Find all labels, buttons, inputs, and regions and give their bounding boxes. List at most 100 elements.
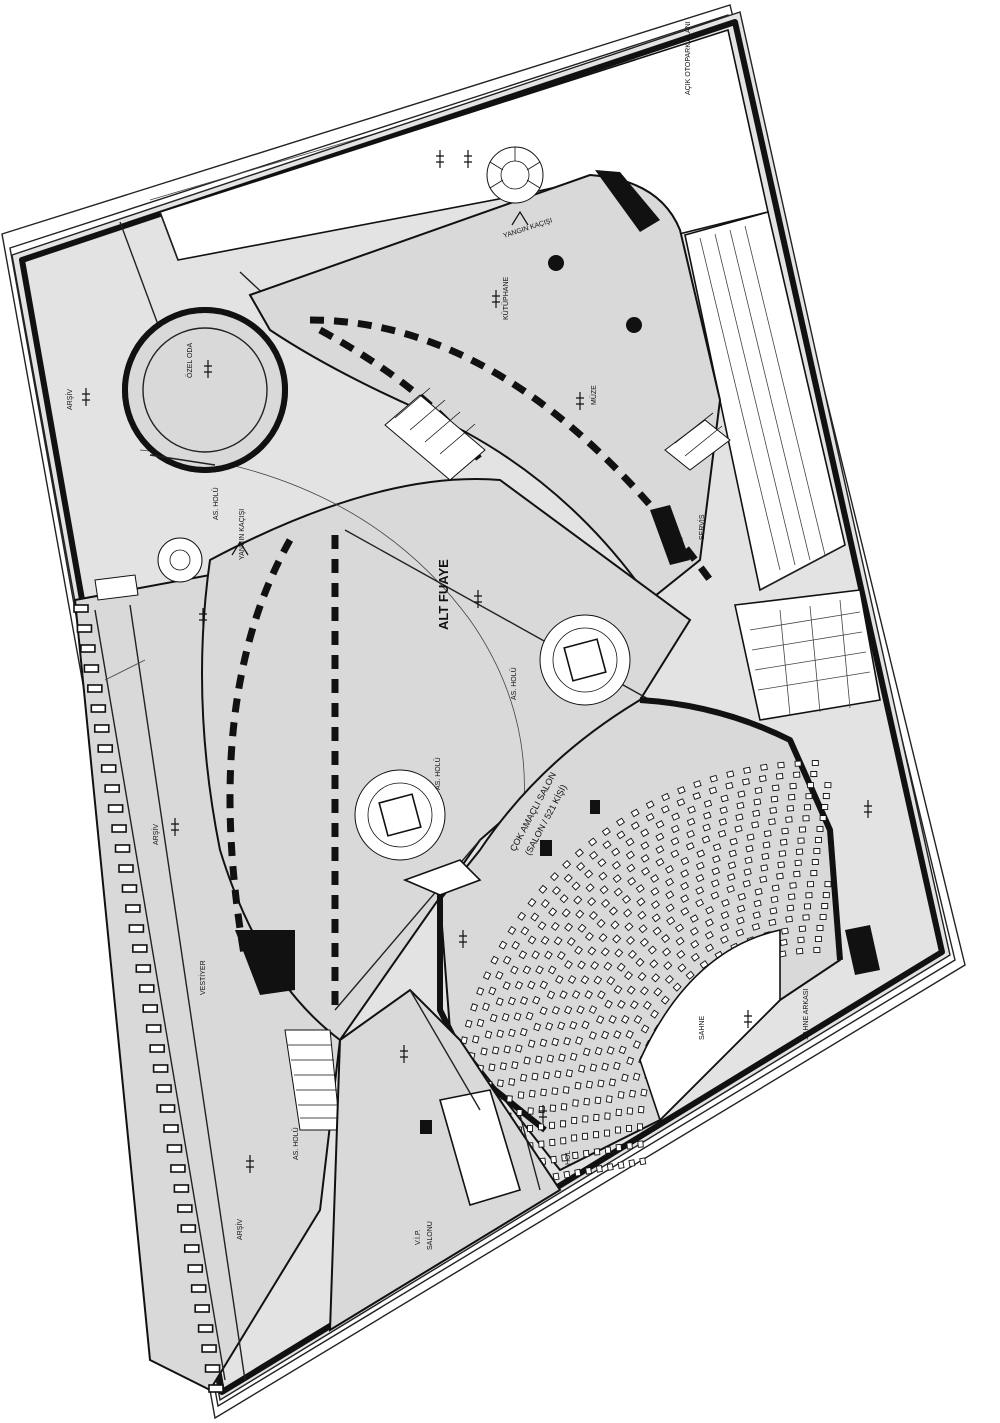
seat	[528, 1089, 536, 1098]
seat	[686, 817, 696, 826]
elevator-core-1	[539, 614, 631, 706]
facade-column	[170, 1164, 186, 1173]
seat	[710, 879, 720, 888]
seat	[603, 961, 613, 971]
seat	[576, 861, 586, 871]
seat	[597, 1079, 605, 1088]
seat	[652, 926, 662, 936]
seat	[640, 841, 650, 850]
seat	[549, 872, 560, 882]
facade-column	[201, 1344, 217, 1353]
seat	[664, 974, 674, 984]
seat	[611, 847, 621, 857]
elevation-marker-icon	[246, 1155, 254, 1173]
seat	[527, 898, 537, 908]
seat	[615, 1126, 621, 1134]
seat	[532, 995, 541, 1005]
seat	[637, 910, 647, 920]
facade-column	[135, 964, 152, 973]
seat	[627, 876, 637, 886]
seat	[751, 821, 760, 829]
seat	[515, 1044, 523, 1053]
seat	[640, 1088, 648, 1097]
seat	[629, 1000, 639, 1010]
label-corridor: HOL	[565, 1151, 572, 1166]
seat	[822, 892, 830, 899]
seat	[720, 794, 729, 803]
seat	[564, 960, 573, 970]
seat	[630, 821, 640, 830]
facade-column	[121, 884, 138, 893]
seat	[626, 863, 636, 873]
elevation-marker-icon	[82, 388, 90, 406]
seat	[695, 873, 705, 883]
seat	[640, 854, 650, 863]
seat	[704, 918, 714, 927]
south-rooms	[328, 988, 562, 1332]
facade-column	[93, 724, 110, 733]
seat	[534, 1055, 543, 1064]
seat	[771, 784, 780, 792]
seat	[743, 868, 752, 876]
seat	[519, 1027, 528, 1037]
seat	[687, 805, 696, 814]
seat	[547, 965, 557, 975]
seat	[638, 924, 648, 934]
seat	[726, 885, 735, 893]
seat	[781, 827, 789, 835]
seat	[680, 881, 690, 891]
seat	[585, 883, 595, 893]
label-private-room: ÖZEL ODA	[186, 343, 194, 378]
facade-column	[173, 1184, 190, 1193]
seat	[595, 1164, 603, 1173]
facade-column	[104, 784, 120, 793]
seat	[806, 881, 815, 888]
label-service: SERVİS	[697, 514, 706, 540]
seat	[793, 771, 801, 778]
seat	[675, 936, 685, 946]
seat	[650, 1009, 659, 1019]
seat	[651, 973, 661, 983]
elevation-marker-icon	[400, 1045, 408, 1063]
seat	[513, 1012, 522, 1021]
seat	[560, 1120, 567, 1128]
seat	[703, 799, 713, 808]
facade-column	[208, 1384, 224, 1393]
elevation-marker-icon	[459, 930, 467, 948]
seat	[813, 848, 821, 855]
seat	[717, 829, 727, 838]
seat	[574, 1081, 582, 1090]
seat	[628, 1159, 636, 1168]
seat	[612, 934, 622, 944]
seat	[712, 843, 722, 852]
seat	[770, 795, 779, 803]
seat	[727, 861, 737, 870]
seat	[786, 805, 794, 812]
seat	[520, 926, 530, 936]
seat	[595, 1015, 605, 1025]
seat	[787, 793, 796, 801]
seat	[496, 1079, 504, 1088]
seat	[680, 894, 690, 903]
seat	[737, 790, 746, 798]
seat	[489, 1013, 498, 1023]
seat	[719, 935, 729, 944]
seat	[744, 856, 753, 865]
seat	[574, 848, 584, 858]
seat	[754, 787, 763, 795]
seat	[751, 923, 761, 931]
seat	[632, 1040, 642, 1050]
seat	[488, 1063, 496, 1072]
seat	[517, 911, 527, 921]
seat	[821, 804, 829, 811]
seat	[742, 879, 751, 888]
seat	[690, 952, 700, 962]
seat	[769, 907, 778, 915]
facade-column	[149, 1044, 165, 1053]
seat	[728, 849, 737, 858]
seat	[695, 886, 705, 895]
seat	[613, 1030, 622, 1040]
seat	[575, 1036, 583, 1045]
seat	[811, 859, 819, 866]
seat	[708, 786, 718, 795]
